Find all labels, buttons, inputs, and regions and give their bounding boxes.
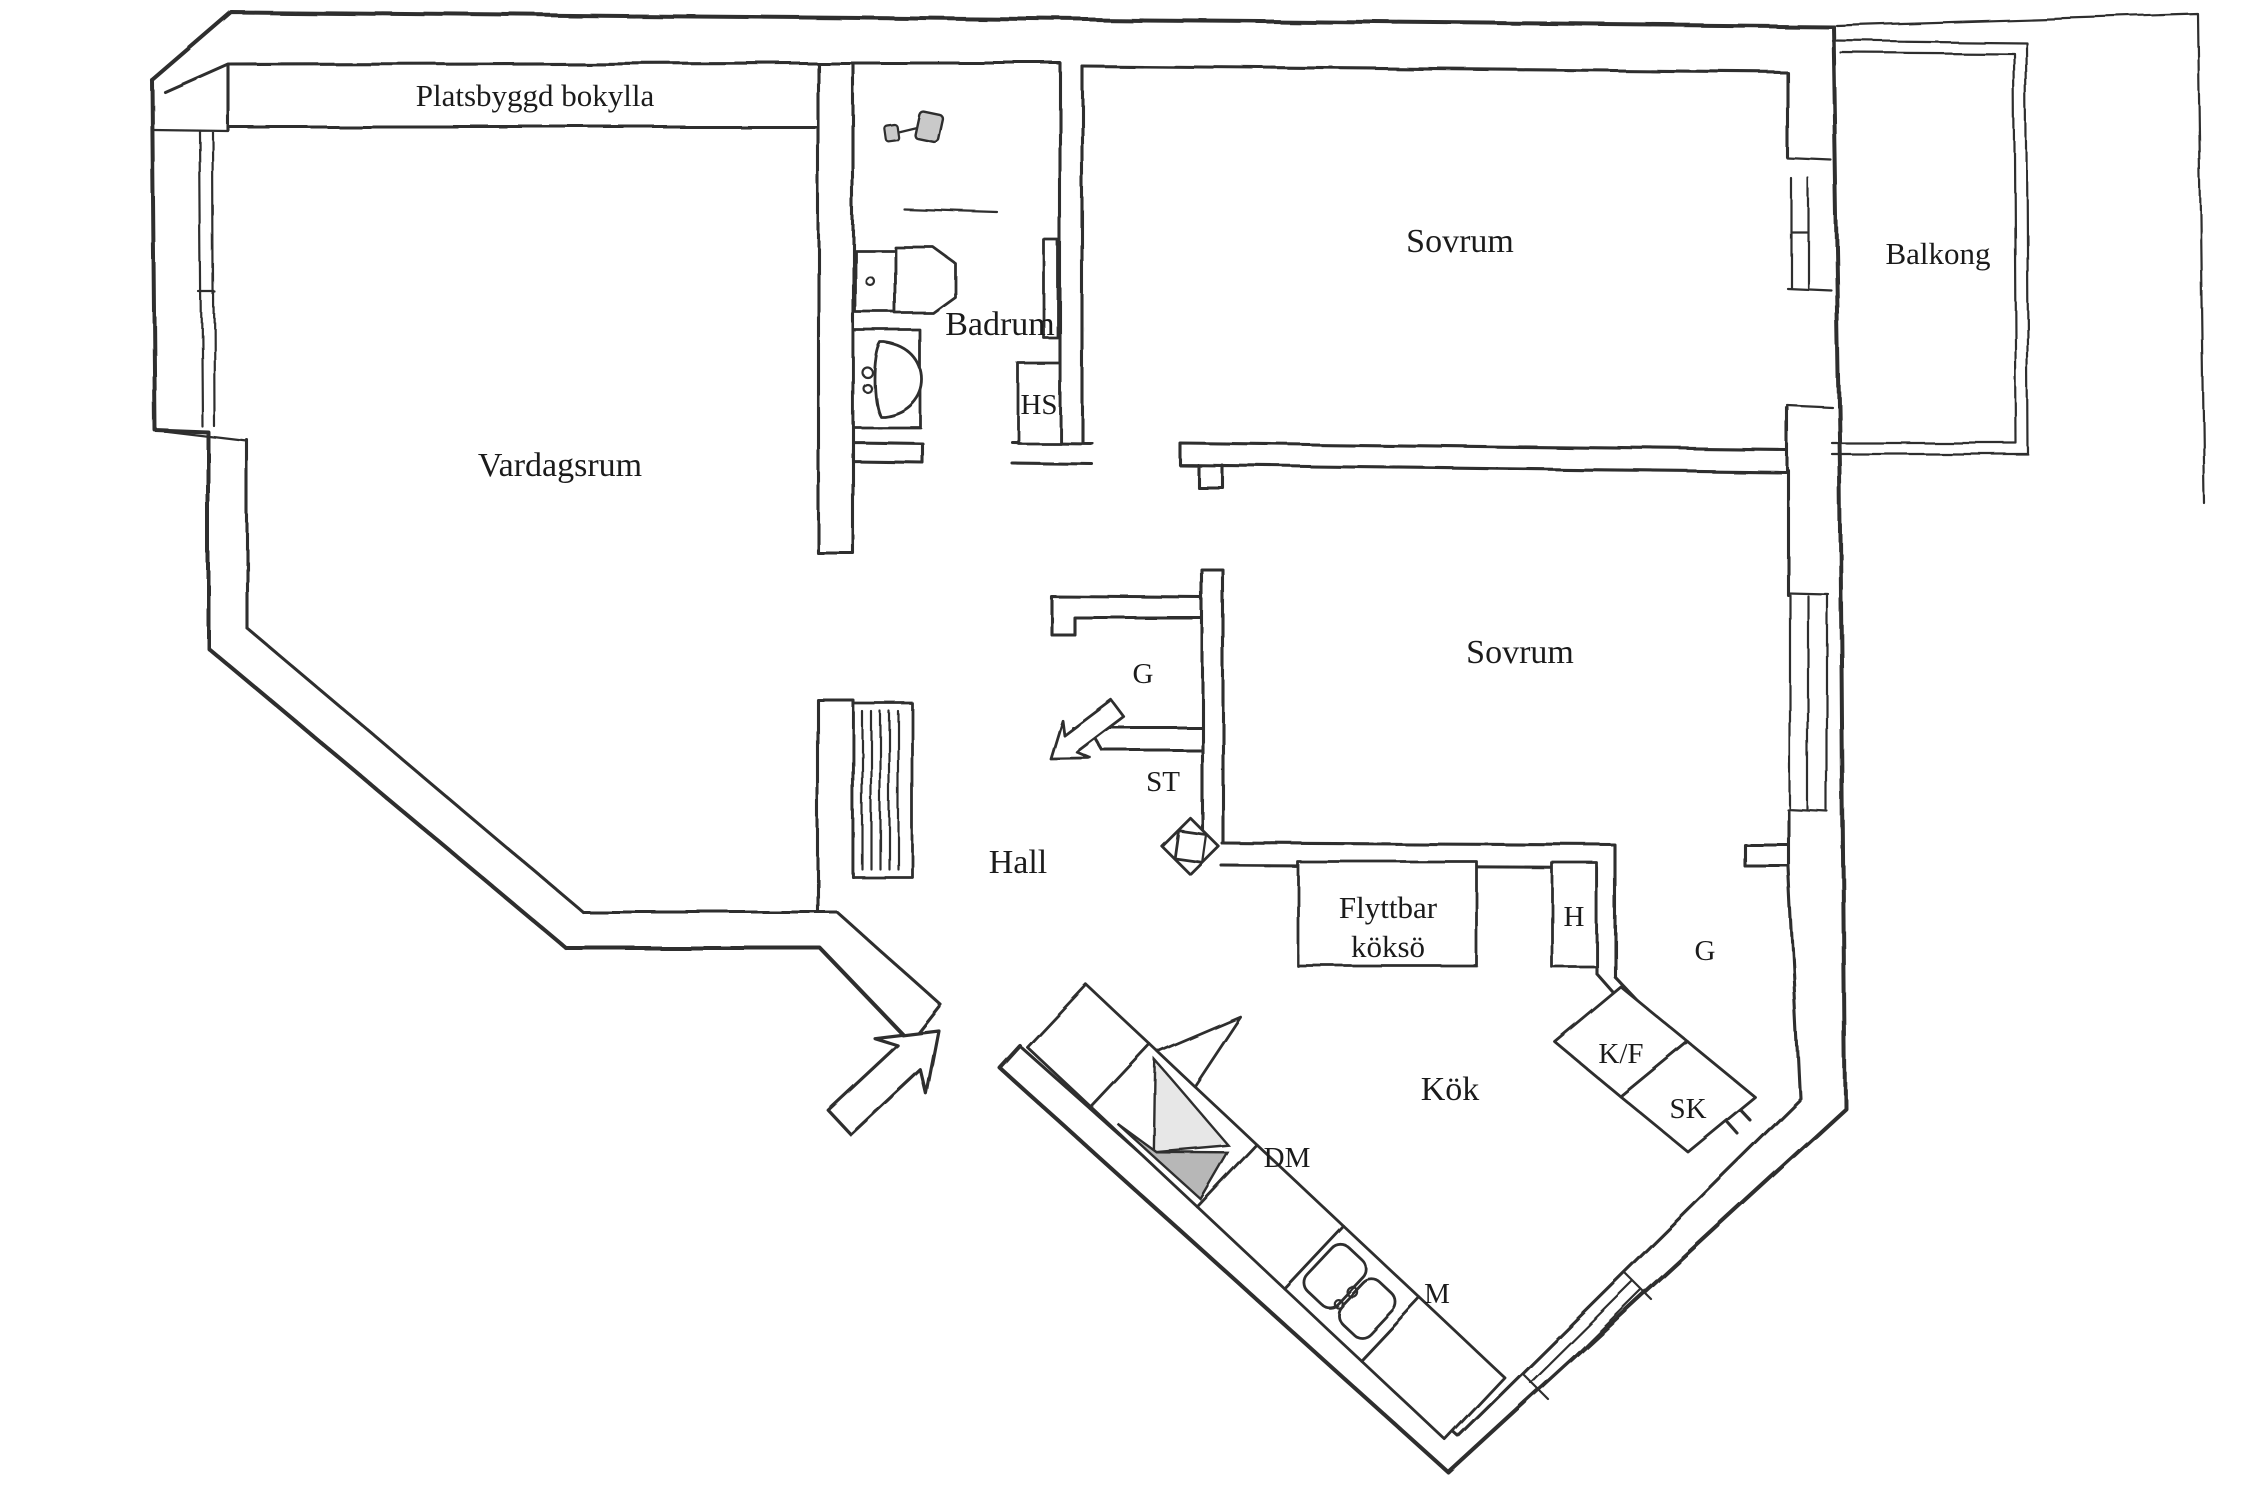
hall-wardrobe-wall (816, 698, 855, 914)
kitchen-island-box (1296, 860, 1479, 968)
balcony-window-door (1785, 156, 1834, 409)
label-h: H (1564, 901, 1585, 933)
entry-arrow-icon (826, 1028, 940, 1137)
shower-icon (882, 109, 1000, 215)
label-kf: K/F (1598, 1038, 1643, 1070)
bathroom-bedroom-wall (1010, 61, 1094, 466)
stove-icon-light (1152, 1057, 1232, 1154)
label-hs: HS (1020, 389, 1057, 421)
bathroom-door-leaf (1042, 238, 1060, 340)
label-bathroom: Badrum (945, 306, 1055, 343)
facade-context-line (1834, 12, 2206, 505)
st-door-swing-icon (1160, 816, 1220, 876)
toilet-icon (853, 245, 957, 315)
label-balcony: Balkong (1885, 236, 1990, 271)
stove-icon-dark (1116, 1122, 1230, 1201)
bedroom1-bottom-wall (1178, 441, 1788, 489)
label-living-room: Vardagsrum (478, 447, 642, 484)
label-kitchen: Kök (1421, 1071, 1480, 1108)
livingroom-bathroom-wall (816, 61, 924, 555)
exterior-inner-wall (163, 61, 1802, 1438)
sk-cabinet-box (1619, 1040, 1757, 1154)
hs-closet-box (1016, 361, 1062, 445)
label-dm: DM (1264, 1142, 1311, 1174)
label-bedroom-top: Sovrum (1406, 223, 1514, 260)
label-wardrobe-mid: G (1133, 658, 1154, 690)
balcony-outline (1830, 38, 2030, 456)
label-sk: SK (1669, 1093, 1706, 1125)
label-wardrobe-right: G (1695, 935, 1716, 967)
label-m: M (1424, 1278, 1450, 1310)
h-closet-box (1550, 861, 1599, 969)
bathroom-sink-icon (851, 328, 923, 429)
wardrobe-slats-icon (851, 701, 914, 879)
label-st: ST (1146, 766, 1180, 798)
kitchen-sink-icon (1303, 1243, 1397, 1339)
bedroom2-window (1786, 591, 1830, 814)
label-island-line2: köksö (1351, 929, 1425, 964)
cabinet-door-flap (1156, 1015, 1242, 1088)
g-door-arrow-icon (1048, 697, 1125, 760)
label-bedroom-bottom: Sovrum (1466, 634, 1574, 671)
exterior-outer-wall (150, 10, 1847, 1474)
label-bookshelf: Platsbyggd bokylla (416, 78, 655, 113)
kitchen-diagonal-window (1520, 1270, 1653, 1402)
kitchen-counter (1026, 983, 1506, 1442)
label-island-line1: Flyttbar (1339, 890, 1438, 925)
left-window (151, 128, 249, 443)
g-closet-walls (1050, 568, 1225, 845)
label-hall: Hall (989, 844, 1048, 881)
